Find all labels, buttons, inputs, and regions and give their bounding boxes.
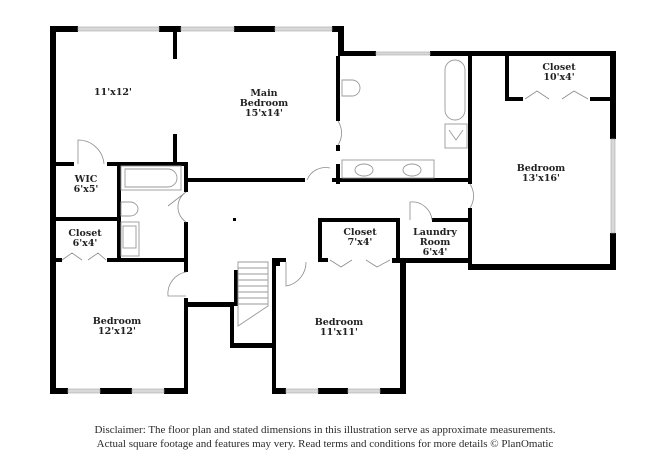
wic-name: WIC [74, 174, 98, 185]
bedroom-center-name: Bedroom [315, 317, 363, 328]
bedroom-center-dims: 11'x11' [320, 327, 358, 338]
walls [50, 26, 616, 394]
closet-left-dims: 6'x4' [73, 238, 98, 249]
disclaimer-line-1: Disclaimer: The floor plan and stated di… [94, 424, 556, 436]
closet-right-dims: 10'x4' [543, 72, 574, 83]
bedroom-right-dims: 13'x16' [522, 173, 560, 184]
floor-plan: 11'x12' Main Bedroom 15'x14' WIC 6'x5' C… [50, 26, 616, 394]
closet-center-name: Closet [343, 227, 377, 238]
room-11x12-dims: 11'x12' [94, 87, 132, 98]
wic-dims: 6'x5' [74, 184, 99, 195]
bedroom-right-name: Bedroom [517, 163, 565, 174]
bedroom-left-dims: 12'x12' [98, 326, 136, 337]
disclaimer-line-2: Actual square footage and features may v… [96, 438, 554, 450]
closet-center-dims: 7'x4' [348, 237, 373, 248]
laundry-name-2: Room [420, 237, 451, 248]
windows [67, 26, 616, 394]
laundry-name-1: Laundry [413, 227, 457, 238]
closet-right-name: Closet [542, 62, 576, 73]
main-bedroom-name-1: Main [250, 88, 277, 99]
doors [61, 90, 589, 297]
fixtures [120, 59, 468, 327]
closet-left-name: Closet [68, 228, 102, 239]
disclaimer: Disclaimer: The floor plan and stated di… [0, 423, 650, 451]
main-bedroom-dims: 15'x14' [245, 108, 283, 119]
laundry-dims: 6'x4' [423, 247, 448, 258]
bedroom-left-name: Bedroom [93, 316, 141, 327]
room-labels: 11'x12' Main Bedroom 15'x14' WIC 6'x5' C… [68, 62, 576, 338]
main-bedroom-name-2: Bedroom [240, 98, 288, 109]
